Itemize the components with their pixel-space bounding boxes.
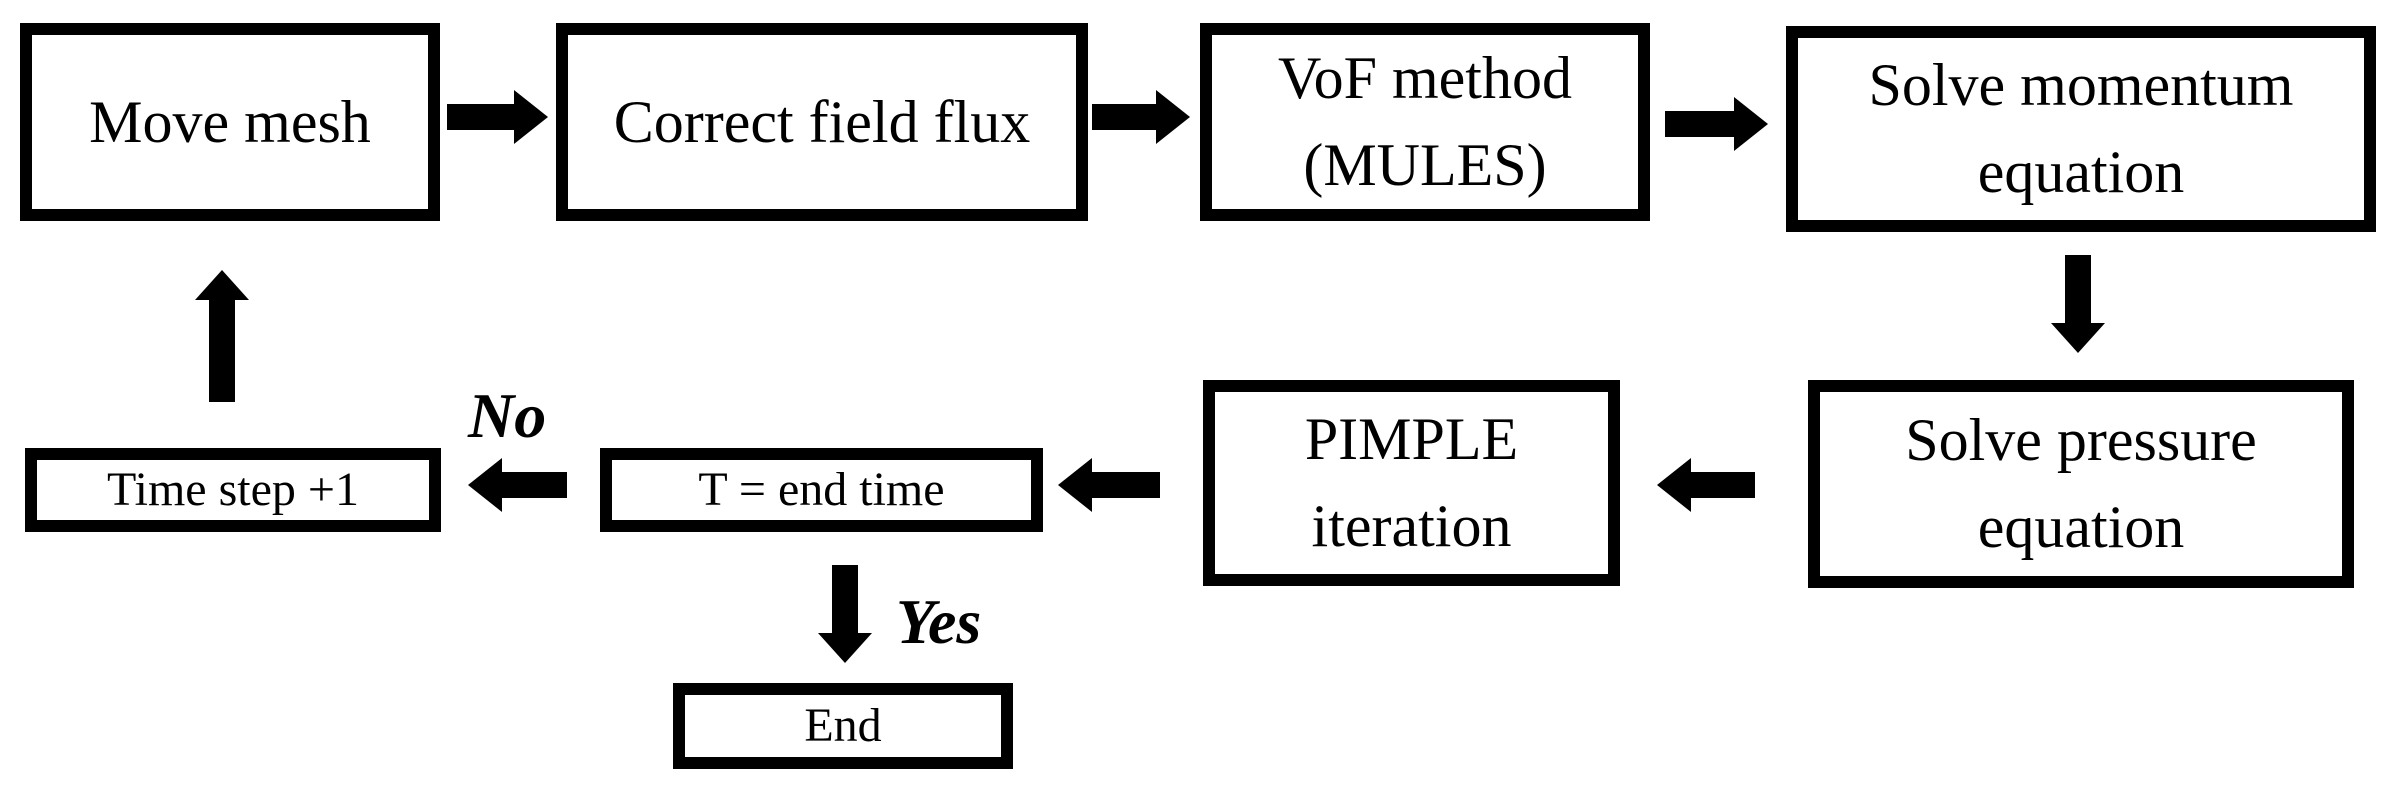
node-t-end-time: T = end time [600, 448, 1043, 532]
arrow-head [1058, 458, 1092, 512]
node-correct-field-flux-label: Correct field flux [613, 88, 1031, 155]
arrow-head [818, 633, 872, 663]
arrow-t-end-time-to-end-yes-branch [818, 565, 872, 663]
node-pimple-iteration-label: PIMPLE iteration [1304, 406, 1519, 559]
arrow-shaft [1665, 111, 1736, 137]
arrow-head [195, 270, 249, 300]
node-vof-method: VoF method (MULES) [1200, 23, 1650, 221]
node-solve-momentum: Solve momentum equation [1786, 26, 2376, 232]
arrow-move-mesh-to-correct-field-flux [447, 90, 548, 144]
branch-label-no: No [468, 380, 547, 451]
node-t-end-time-label: T = end time [698, 463, 945, 516]
node-end: End [673, 683, 1013, 769]
arrow-shaft [1090, 472, 1160, 498]
arrow-shaft [209, 298, 235, 402]
node-end-label: End [804, 699, 882, 752]
arrow-head [1657, 458, 1691, 512]
node-time-step: Time step +1 [25, 448, 441, 532]
arrow-head [514, 90, 548, 144]
arrow-shaft [1092, 104, 1158, 130]
arrow-t-end-time-to-time-step-no-branch [468, 458, 567, 512]
arrow-head [468, 458, 502, 512]
arrow-head [1156, 90, 1190, 144]
node-solve-pressure: Solve pressure equation [1808, 380, 2354, 588]
arrow-pimple-iteration-to-t-end-time [1058, 458, 1160, 512]
arrow-vof-method-to-solve-momentum [1665, 97, 1768, 151]
arrow-shaft [500, 472, 567, 498]
node-move-mesh: Move mesh [20, 23, 440, 221]
arrow-correct-field-flux-to-vof-method [1092, 90, 1190, 144]
node-pimple-iteration: PIMPLE iteration [1203, 380, 1620, 586]
node-solve-pressure-label: Solve pressure equation [1905, 407, 2257, 560]
node-time-step-label: Time step +1 [107, 463, 359, 516]
node-vof-method-label: VoF method (MULES) [1278, 45, 1572, 198]
arrow-head [1734, 97, 1768, 151]
node-solve-momentum-label: Solve momentum equation [1868, 52, 2294, 205]
arrow-shaft [2065, 255, 2091, 325]
arrow-head [2051, 323, 2105, 353]
branch-label-yes: Yes [896, 586, 982, 657]
arrow-shaft [447, 104, 516, 130]
arrow-time-step-to-move-mesh [195, 270, 249, 402]
node-move-mesh-label: Move mesh [89, 88, 371, 155]
arrow-shaft [1689, 472, 1755, 498]
node-correct-field-flux: Correct field flux [556, 23, 1088, 221]
arrow-solve-pressure-to-pimple-iteration [1657, 458, 1755, 512]
arrow-solve-momentum-to-solve-pressure [2051, 255, 2105, 353]
arrow-shaft [832, 565, 858, 635]
